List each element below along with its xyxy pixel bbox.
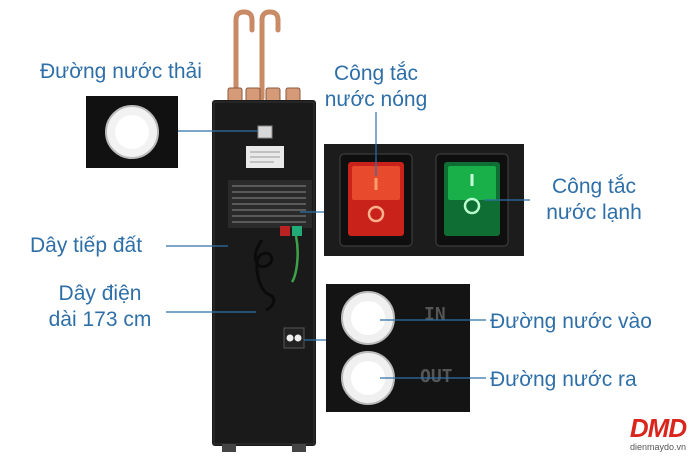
label-waste-water: Đường nước thải bbox=[40, 60, 202, 83]
brand-site: dienmaydo.vn bbox=[629, 442, 687, 452]
copper-pipes bbox=[233, 9, 281, 101]
label-water-inlet: Đường nước vào bbox=[490, 310, 652, 333]
label-hot-switch: Công tắc nước nóng bbox=[324, 62, 428, 111]
ground-wire bbox=[290, 235, 299, 283]
hot-water-switch bbox=[348, 162, 404, 236]
label-power-cord: Dây điện dài 173 cm bbox=[48, 282, 152, 331]
body-water-ports bbox=[283, 327, 305, 349]
brand-watermark: DMD dienmaydo.vn bbox=[618, 414, 698, 452]
water-outlet-port bbox=[341, 351, 395, 405]
water-ports-closeup: IN OUT bbox=[326, 284, 470, 412]
label-ground-wire: Dây tiếp đất bbox=[30, 234, 143, 257]
waste-water-port bbox=[105, 105, 159, 159]
vent-grille bbox=[228, 180, 312, 228]
outlet-marking: OUT bbox=[420, 366, 453, 387]
label-water-outlet: Đường nước ra bbox=[490, 368, 637, 391]
brand-logo: DMD bbox=[629, 413, 687, 443]
switch-closeup bbox=[324, 144, 524, 256]
cold-water-switch bbox=[444, 162, 500, 236]
power-cord-coil bbox=[253, 239, 276, 312]
waste-water-closeup bbox=[86, 96, 178, 168]
label-cold-switch: Công tắc nước lạnh bbox=[546, 175, 642, 224]
water-inlet-port bbox=[341, 291, 395, 345]
top-waste-port bbox=[257, 125, 273, 139]
